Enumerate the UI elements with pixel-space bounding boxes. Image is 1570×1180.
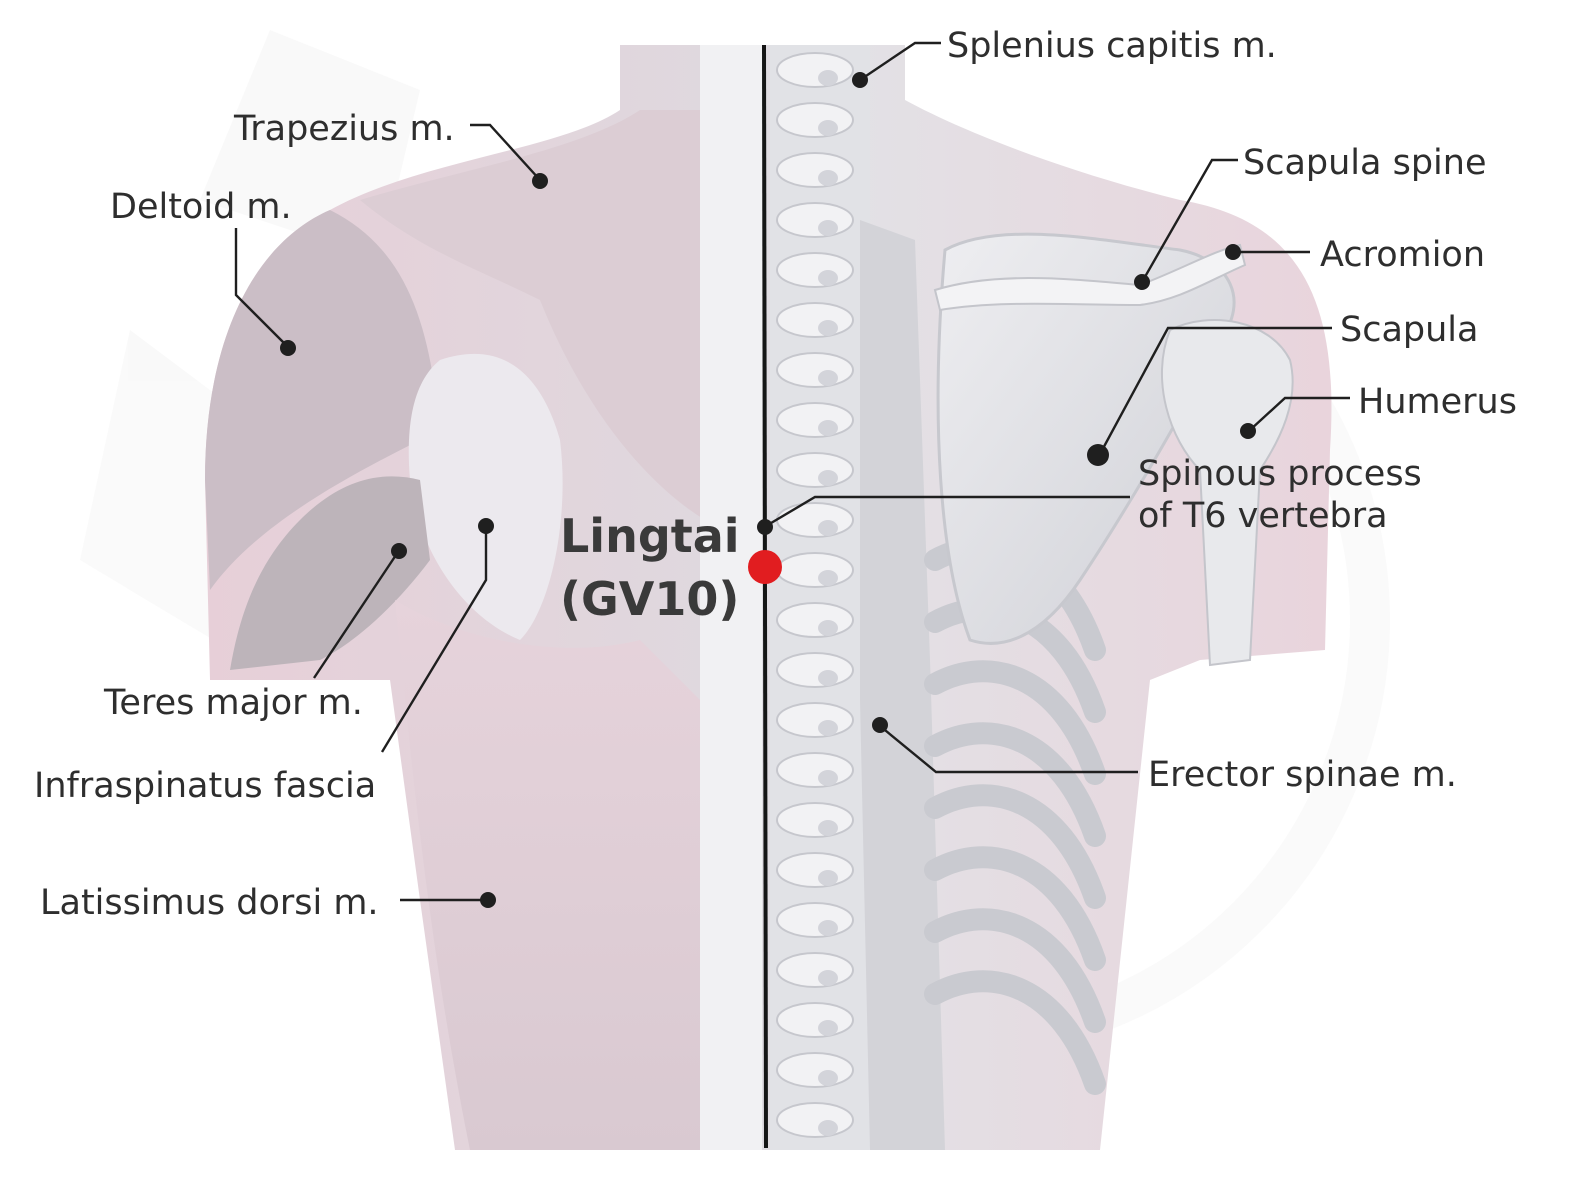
vertebra-process (818, 1020, 838, 1036)
humerus-bone (1161, 319, 1294, 667)
vertebra-process (818, 620, 838, 636)
vertebra (776, 952, 854, 988)
lingtai-point-marker (748, 550, 782, 584)
label-teres-major: Teres major m. (103, 683, 363, 723)
midline-meridian (762, 44, 768, 1149)
leader-humerus (1240, 396, 1350, 439)
vertebra-process (818, 370, 838, 386)
label-scapula-spine: Scapula spine (1243, 143, 1487, 183)
vertebra (776, 302, 854, 338)
vertebra-process (818, 970, 838, 986)
vertebra-process (818, 120, 838, 136)
vertebra-process (818, 220, 838, 236)
vertebra (776, 1002, 854, 1038)
scapula-spine-ridge (933, 243, 1247, 312)
vertebra (776, 202, 854, 238)
leader-scapula (1087, 326, 1332, 466)
rib (924, 722, 1106, 847)
ribcage (924, 536, 1106, 1095)
label-trapezius: Trapezius m. (233, 109, 455, 149)
vertebra-process (818, 470, 838, 486)
vertebra (776, 702, 854, 738)
acupoint-name: Lingtai (560, 509, 740, 563)
vertebra (776, 802, 854, 838)
label-humerus: Humerus (1358, 382, 1517, 422)
leader-scapula-spine (1134, 158, 1238, 290)
leader-infraspinatus (380, 518, 494, 753)
vertebra (776, 752, 854, 788)
vertebra (776, 252, 854, 288)
leader-erector-spinae (872, 717, 1138, 774)
vertebra-process (818, 670, 838, 686)
rib (924, 908, 1106, 1033)
spine-strip-left (700, 45, 762, 1150)
vertebra (776, 552, 854, 588)
rib (924, 660, 1106, 785)
vertebra (776, 352, 854, 388)
label-latissimus: Latissimus dorsi m. (40, 883, 379, 923)
rib (924, 846, 1106, 971)
label-infraspinatus: Infraspinatus fascia (34, 766, 376, 806)
label-spinous-process-line2: of T6 vertebra (1138, 496, 1388, 536)
leader-splenius (852, 41, 941, 88)
label-spinous-process-line1: Spinous process (1138, 454, 1422, 494)
label-splenius-capitis: Splenius capitis m. (947, 26, 1277, 66)
latissimus-muscle (395, 600, 700, 1150)
vertebra-process (818, 520, 838, 536)
vertebra-process (818, 1070, 838, 1086)
leader-spinous-process (757, 495, 1130, 535)
vertebra-process (818, 170, 838, 186)
vertebra-process (818, 70, 838, 86)
deltoid-muscle (205, 210, 440, 590)
vertebra (776, 602, 854, 638)
vertebra-process (818, 270, 838, 286)
scapula-bone (936, 232, 1236, 645)
vertebra-process (818, 320, 838, 336)
erector-spinae-muscle (860, 220, 945, 1150)
vertebra-process (818, 820, 838, 836)
label-erector-spinae: Erector spinae m. (1148, 755, 1457, 795)
vertebral-column (770, 45, 870, 1150)
vertebra (776, 1102, 854, 1138)
infraspinatus-muscle (408, 353, 563, 640)
vertebra (776, 502, 854, 538)
vertebra (776, 102, 854, 138)
vertebra-process (818, 870, 838, 886)
vertebra (776, 652, 854, 688)
label-deltoid: Deltoid m. (110, 187, 292, 227)
vertebra-process (818, 1120, 838, 1136)
vertebra (776, 402, 854, 438)
leader-latissimus (400, 892, 496, 908)
rib (924, 784, 1106, 909)
vertebra (776, 152, 854, 188)
vertebra (776, 852, 854, 888)
label-acromion: Acromion (1320, 235, 1485, 275)
acupoint-code: (GV10) (560, 572, 739, 626)
vertebra (776, 1052, 854, 1088)
vertebra-process (818, 420, 838, 436)
vertebra (776, 452, 854, 488)
leader-deltoid (234, 228, 296, 356)
vertebra (776, 902, 854, 938)
trapezius-muscle (360, 110, 705, 520)
leader-acromion (1225, 244, 1310, 260)
rib (924, 970, 1106, 1095)
vertebra-process (818, 920, 838, 936)
leader-teres-major (313, 543, 407, 679)
label-scapula: Scapula (1340, 310, 1478, 350)
vertebra-process (818, 720, 838, 736)
vertebra (776, 52, 854, 88)
leader-trapezius (470, 123, 548, 189)
vertebra-process (818, 570, 838, 586)
teres-major-muscle (230, 476, 430, 670)
vertebra-process (818, 770, 838, 786)
